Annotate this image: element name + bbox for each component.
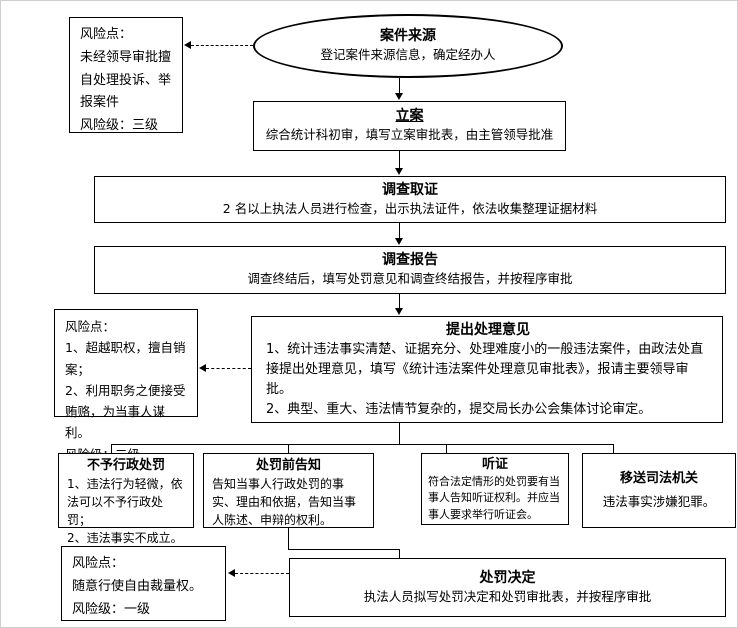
node-hearing: 听证 符合法定情形的处罚要有当事人告知听证权利。并应当事人要求举行听证会。 <box>421 453 569 525</box>
risk-level: 风险级：一级 <box>72 601 151 617</box>
node-body: 综合统计科初审，填写立案审批表，由主管领导批准 <box>265 127 554 143</box>
dashed-link-decision-risk1 <box>235 573 289 574</box>
connector-notice-elbow-h <box>288 549 400 550</box>
node-body: 登记案件来源信息，确定经办人 <box>320 47 496 63</box>
node-penalty-decision: 处罚决定 执法人员拟写处罚决定和处罚审批表，并按程序审批 <box>289 558 726 617</box>
arrow-down-icon <box>395 93 403 100</box>
drop-prior-notice <box>288 444 289 453</box>
drop-hearing <box>446 444 447 453</box>
node-prior-notice: 处罚前告知 告知当事人行政处罚的事实、理由和依据，告知当事人陈述、申辩的权利。 <box>203 453 374 528</box>
risk-body: 未经领导审批擅自处理投诉、举报案件 <box>80 49 172 111</box>
node-handling-opinion: 提出处理意见 1、统计违法事实清楚、证据充分、处理难度小的一般违法案件，由政法处… <box>251 316 723 423</box>
node-body: 调查终结后，填写处罚意见和调查终结报告，并按程序审批 <box>247 271 573 287</box>
node-body: 违法事实涉嫌犯罪。 <box>602 494 716 510</box>
dashed-link-source-risk3 <box>191 45 253 46</box>
node-title: 移送司法机关 <box>619 470 698 486</box>
connector-filing-evidence <box>399 151 400 169</box>
arrow-down-icon <box>395 238 403 245</box>
risk-label: 风险点： <box>72 556 125 571</box>
node-transfer-judicial: 移送司法机关 违法事实涉嫌犯罪。 <box>582 453 736 528</box>
risk-item: 1、超越职权，擅自销案； <box>65 340 186 377</box>
node-title: 调查取证 <box>382 181 438 198</box>
connector-evidence-report <box>399 223 400 239</box>
drop-transfer <box>613 444 614 453</box>
node-title: 不予行政处罚 <box>86 458 165 473</box>
node-title: 处罚决定 <box>479 569 536 586</box>
node-body-line: 2、典型、重大、违法情节复杂的，提交局长办公会集体讨论审定。 <box>266 402 652 418</box>
node-evidence-collection: 调查取证 2 名以上执法人员进行检查，出示执法证件，依法收集整理证据材料 <box>94 176 726 223</box>
connector-report-opinion <box>399 294 400 309</box>
node-no-penalty: 不予行政处罚 1、违法行为轻微，依法可以不予行政处罚； 2、违法事实不成立。 <box>58 453 194 545</box>
node-case-source: 案件来源 登记案件来源信息，确定经办人 <box>253 14 563 78</box>
arrow-left-icon <box>184 41 191 49</box>
arrow-left-icon <box>199 364 206 372</box>
node-body-line: 1、统计违法事实清楚、证据充分、处理难度小的一般违法案件，由政法处直接提出处理意… <box>266 341 704 398</box>
risk-box-level1: 风险点： 随意行使自由裁量权。 风险级：一级 <box>61 546 226 621</box>
connector-notice-elbow-v2 <box>399 549 400 558</box>
node-body-line: 2、违法事实不成立。 <box>67 530 183 545</box>
node-investigation-report: 调查报告 调查终结后，填写处罚意见和调查终结报告，并按程序审批 <box>94 246 726 294</box>
node-title: 提出处理意见 <box>446 322 530 338</box>
risk-item: 2、利用职务之便接受贿赂，为当事人谋利。 <box>65 382 186 441</box>
connector-source-filing <box>399 78 400 94</box>
node-body-line: 1、违法行为轻微，依法可以不予行政处罚； <box>67 476 183 527</box>
connector-opinion-distributor <box>399 423 400 444</box>
risk-label: 风险点： <box>65 319 116 334</box>
node-title: 听证 <box>481 457 508 472</box>
risk-box-level2: 风险点： 1、超越职权，擅自销案； 2、利用职务之便接受贿赂，为当事人谋利。 风… <box>54 309 198 462</box>
node-title: 立案 <box>395 108 424 125</box>
risk-box-level3: 风险点： 未经领导审批擅自处理投诉、举报案件 风险级：三级 <box>69 17 183 133</box>
node-body: 告知当事人行政处罚的事实、理由和依据，告知当事人陈述、申辩的权利。 <box>212 476 357 527</box>
arrow-down-icon <box>395 308 403 315</box>
distributor-line <box>111 444 614 445</box>
node-filing: 立案 综合统计科初审，填写立案审批表，由主管领导批准 <box>253 101 566 151</box>
node-body: 2 名以上执法人员进行检查，出示执法证件，依法收集整理证据材料 <box>222 200 598 216</box>
node-body: 符合法定情形的处罚要有当事人告知听证权利。并应当事人要求举行听证会。 <box>428 474 560 521</box>
arrow-left-icon <box>228 569 235 577</box>
risk-label: 风险点： <box>80 27 133 42</box>
node-title: 处罚前告知 <box>255 458 321 473</box>
drop-no-penalty <box>111 444 112 453</box>
risk-level: 风险级：三级 <box>80 118 159 133</box>
node-body: 执法人员拟写处罚决定和处罚审批表，并按程序审批 <box>363 588 652 604</box>
arrow-down-icon <box>395 168 403 175</box>
node-title: 案件来源 <box>380 28 436 45</box>
connector-notice-elbow-v1 <box>288 528 289 549</box>
dashed-link-opinion-risk2 <box>206 368 251 369</box>
risk-body: 随意行使自由裁量权。 <box>72 578 203 594</box>
node-title: 调查报告 <box>382 252 438 269</box>
